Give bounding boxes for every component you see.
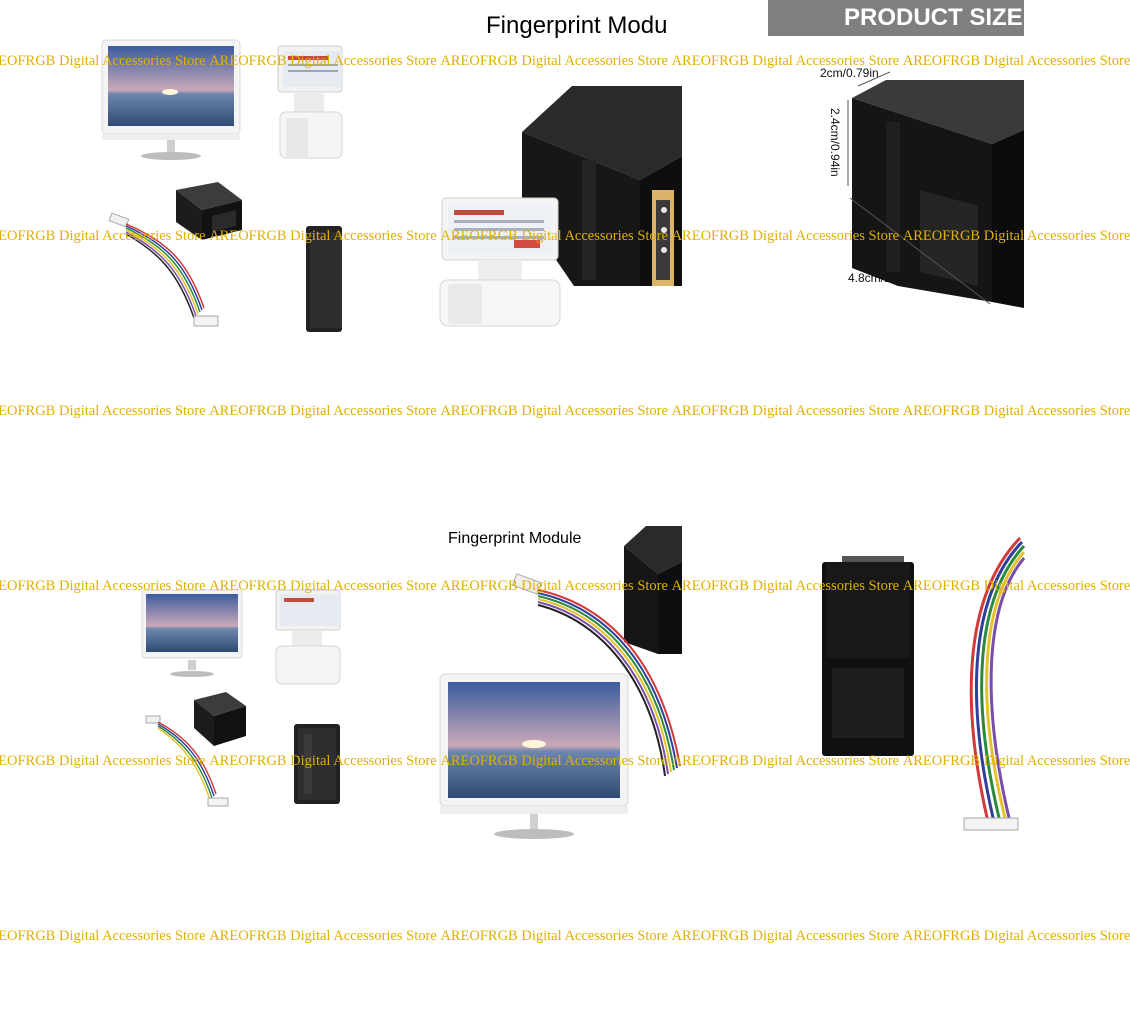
watermark-text: AREOFRGB Digital Accessories Store xyxy=(671,403,900,419)
monitor-image xyxy=(439,673,629,839)
watermark-text: AREOFRGB Digital Accessories Store xyxy=(440,403,668,419)
dimension-height: 2.4cm/0.94in xyxy=(828,108,842,177)
fingerprint-module-image xyxy=(624,526,682,654)
dimension-width: 2cm/0.79in xyxy=(820,66,879,80)
bottom-middle-panel: Fingerprint Module xyxy=(342,512,682,854)
bottom-left-panel xyxy=(0,512,342,854)
watermark-text: AREOFRGB Digital Accessories Store xyxy=(902,928,1130,944)
fingerprint-module-image xyxy=(847,71,1024,308)
pos-terminal-image xyxy=(439,197,561,327)
cable-image xyxy=(145,715,229,807)
fingerprint-module-image xyxy=(822,556,914,756)
top-left-panel xyxy=(0,0,343,342)
monitor-image xyxy=(141,589,243,677)
watermark-text: AREOFRGB Digital Accessories Store xyxy=(902,403,1130,419)
cable-image xyxy=(108,212,219,327)
pos-terminal-image xyxy=(275,589,341,685)
watermark-text: AREOFRGB Digital Accessories Store xyxy=(209,403,437,419)
watermark-row: AREOFRGB Digital Accessories Store AREOF… xyxy=(0,403,1130,427)
pos-terminal-image xyxy=(277,45,343,159)
cable-image xyxy=(963,536,1026,831)
product-size-banner: PRODUCT SIZE xyxy=(768,0,1024,36)
top-middle-panel: Fingerprint Modu xyxy=(342,0,682,342)
panel-title: Fingerprint Modu xyxy=(486,12,668,39)
watermark-text: AREOFRGB Digital Accessories Store xyxy=(0,403,206,419)
watermark-text: AREOFRGB Digital Accessories Store xyxy=(440,928,668,944)
watermark-text: AREOFRGB Digital Accessories Store xyxy=(0,928,206,944)
watermark-row: AREOFRGB Digital Accessories Store AREOF… xyxy=(0,928,1130,952)
watermark-text: AREOFRGB Digital Accessories Store xyxy=(671,928,900,944)
fingerprint-module-image xyxy=(176,182,242,240)
cable-image xyxy=(512,573,681,777)
top-right-panel: 2cm/0.79in 2.4cm/0.94in 4.8cm/1.89in xyxy=(682,0,1024,342)
monitor-image xyxy=(101,39,241,160)
watermark-text: AREOFRGB Digital Accessories Store xyxy=(209,928,437,944)
enclosure-image xyxy=(306,226,342,332)
bottom-right-panel xyxy=(682,512,1026,854)
panel-title: Fingerprint Module xyxy=(448,530,582,547)
dimension-length: 4.8cm/1.89in xyxy=(848,271,917,285)
fingerprint-module-image xyxy=(194,692,246,746)
enclosure-image xyxy=(294,724,340,804)
